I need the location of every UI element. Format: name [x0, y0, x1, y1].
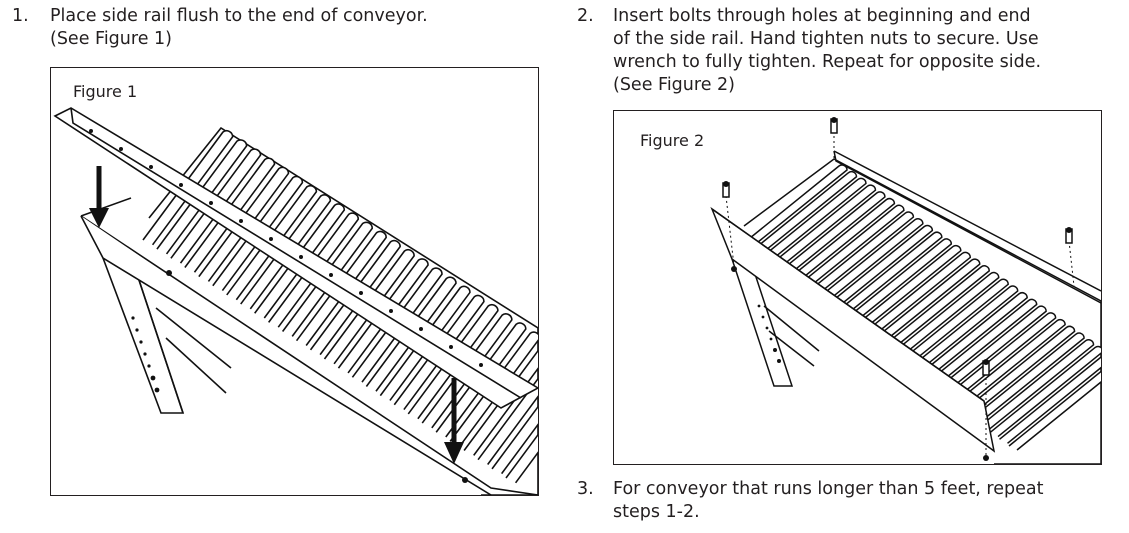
- rail-hole: [89, 129, 93, 133]
- roller: [837, 238, 953, 330]
- step-1-number: 1.: [12, 6, 29, 26]
- rail-hole: [239, 219, 243, 223]
- roller: [790, 204, 905, 296]
- rail-hole: [479, 363, 483, 367]
- roller: [951, 318, 1066, 411]
- figure-1-illustration: [53, 107, 538, 495]
- roller: [491, 405, 538, 475]
- roller: [771, 191, 886, 283]
- roller: [875, 265, 990, 357]
- rail-hole: [149, 165, 153, 169]
- rail-hole: [419, 327, 423, 331]
- rail-hole: [269, 237, 273, 241]
- roller: [932, 305, 1047, 397]
- step-2-text: Insert bolts through holes at beginning …: [613, 6, 1042, 95]
- roller: [752, 177, 867, 270]
- rail-hole: [449, 345, 453, 349]
- roller: [1008, 370, 1101, 451]
- roller: [505, 433, 538, 484]
- step-3-text: For conveyor that runs longer than 5 fee…: [613, 479, 1044, 522]
- roller: [847, 244, 962, 337]
- rail-hole: [389, 309, 393, 313]
- roller: [856, 251, 972, 343]
- roller: [780, 197, 896, 290]
- rail-hole: [179, 183, 183, 187]
- roller: [799, 211, 915, 303]
- roller: [989, 345, 1101, 438]
- roller: [970, 332, 1085, 424]
- rail-hole: [119, 147, 123, 151]
- roller: [894, 278, 1009, 370]
- rail-hole: [329, 273, 333, 277]
- roller: [961, 325, 1076, 417]
- step-1-text: Place side rail flush to the end of conv…: [50, 6, 428, 49]
- figure-2-label: Figure 2: [640, 131, 705, 150]
- step-2-number: 2.: [577, 6, 594, 26]
- roller: [818, 224, 934, 317]
- step-2: 2. Insert bolts through holes at beginni…: [577, 5, 1117, 105]
- roller: [923, 298, 1038, 391]
- roller: [942, 312, 1057, 404]
- roller: [866, 258, 981, 350]
- figure-1-label: Figure 1: [73, 82, 138, 101]
- figure-1: Figure 1: [50, 67, 539, 496]
- roller: [980, 339, 1095, 431]
- roller: [477, 377, 538, 465]
- figure-2-illustration: [710, 117, 1101, 464]
- roller: [904, 285, 1019, 377]
- roller: [809, 218, 924, 310]
- rail-hole: [359, 291, 363, 295]
- roller: [761, 184, 877, 276]
- roller: [913, 292, 1028, 384]
- step-3: 3. For conveyor that runs longer than 5 …: [577, 478, 1117, 528]
- step-1: 1. Place side rail flush to the end of c…: [12, 5, 532, 55]
- step-3-number: 3.: [577, 479, 594, 499]
- rail-hole: [209, 201, 213, 205]
- rail-hole: [299, 255, 303, 259]
- figure-2: Figure 2: [613, 110, 1102, 465]
- roller: [885, 271, 1000, 364]
- roller: [999, 356, 1101, 444]
- roller: [828, 231, 943, 323]
- roller: [743, 170, 858, 263]
